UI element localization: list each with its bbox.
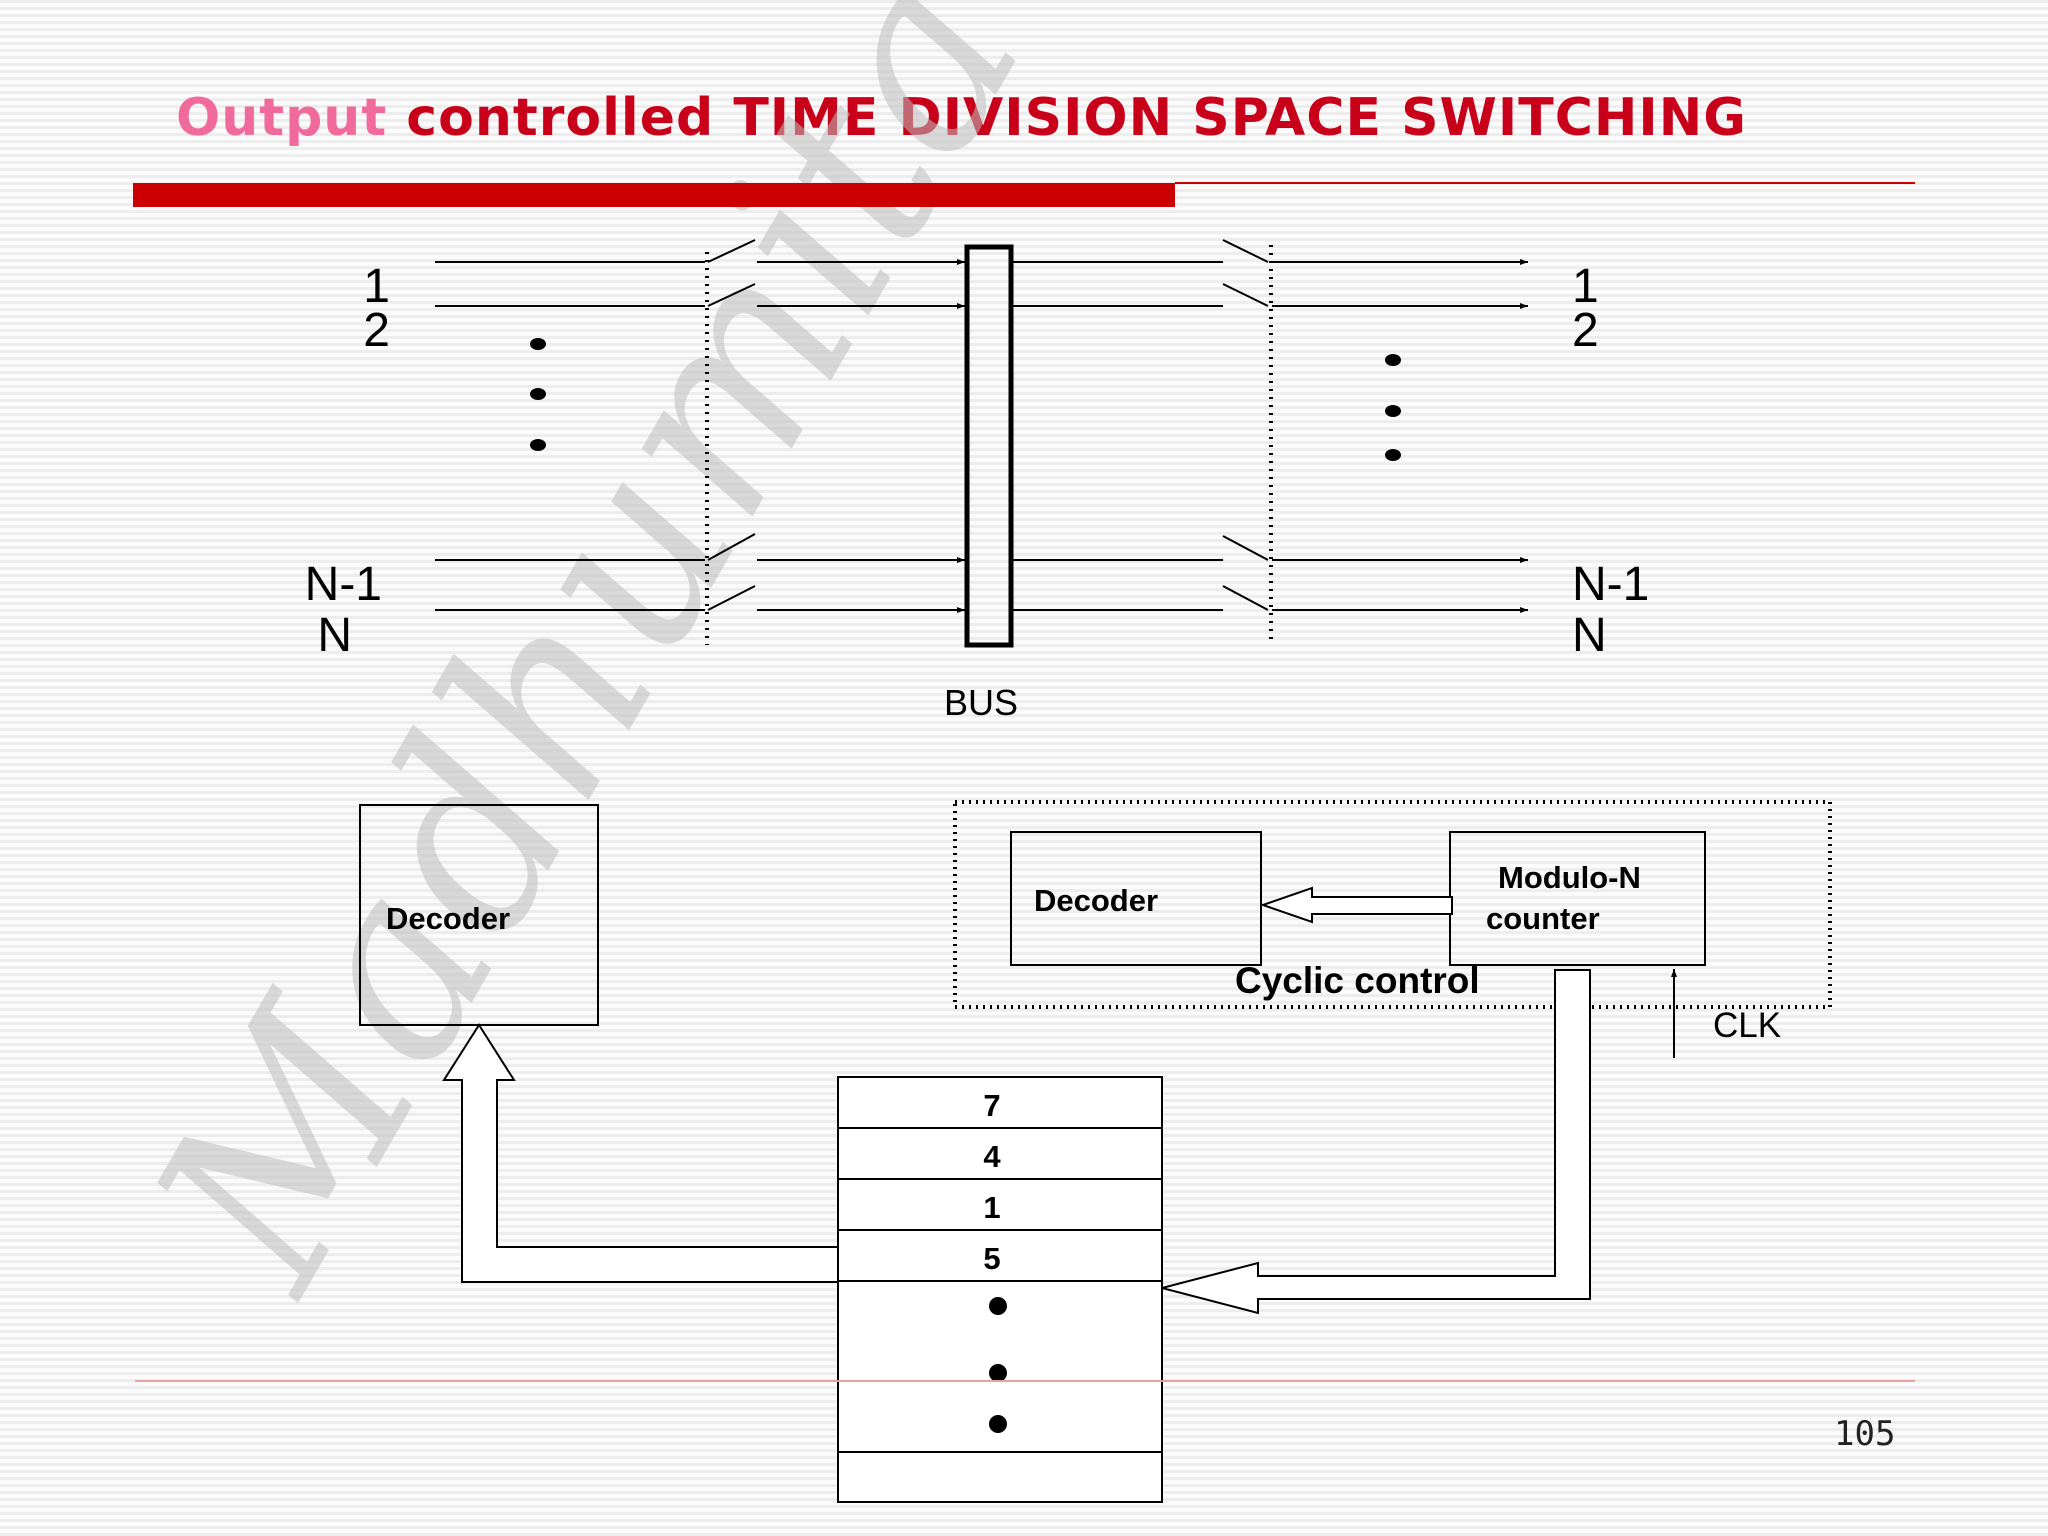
bus-input-arrows (757, 259, 965, 613)
memory-cell-3: 1 (983, 1190, 1000, 1225)
slide-title: Output controlled TIME DIVISION SPACE SW… (176, 92, 1747, 144)
input-label-2: 2 (363, 304, 390, 357)
title-rest: controlled TIME DIVISION SPACE SWITCHING (406, 88, 1747, 148)
output-arrows (1272, 259, 1528, 613)
output-label-n-1: N-1 (1572, 558, 1649, 611)
input-label-n-1: N-1 (305, 558, 382, 611)
output-label-1: 1 (1572, 260, 1599, 313)
memory-cell-4: 5 (983, 1241, 1000, 1276)
cyclic-decoder-label: Decoder (1034, 883, 1158, 918)
output-label-2: 2 (1572, 304, 1599, 357)
counter-label-line2: counter (1486, 901, 1600, 936)
page-number: 105 (1834, 1414, 1896, 1454)
input-label-1: 1 (363, 260, 390, 313)
memory-dots (989, 1297, 1007, 1433)
memory-cell-1: 7 (983, 1088, 1000, 1123)
bus-label: BUS (944, 682, 1018, 723)
decoder-label: Decoder (386, 901, 510, 936)
input-switches (707, 239, 756, 611)
memory-cell-2: 4 (983, 1139, 1001, 1174)
title-output-word: Output (176, 88, 388, 148)
counter-label-line1: Modulo-N (1498, 860, 1641, 895)
input-dots (530, 338, 546, 451)
title-rule (133, 182, 1915, 207)
counter-to-decoder-arrow (1259, 886, 1453, 924)
output-label-n: N (1572, 609, 1607, 662)
input-lines (435, 261, 705, 611)
bus-bar (964, 244, 1014, 648)
counter-box (1449, 831, 1706, 966)
bus-output-lines (1013, 261, 1223, 611)
memory-to-decoder-arrow (442, 1023, 839, 1283)
input-label-n: N (317, 609, 352, 662)
output-switches (1222, 239, 1269, 611)
counter-to-memory-arrow (1158, 969, 1591, 1315)
cyclic-control-label: Cyclic control (1235, 960, 1480, 1001)
clk-label: CLK (1713, 1006, 1781, 1045)
cyclic-decoder-box (1010, 831, 1262, 966)
output-dots (1385, 354, 1401, 461)
